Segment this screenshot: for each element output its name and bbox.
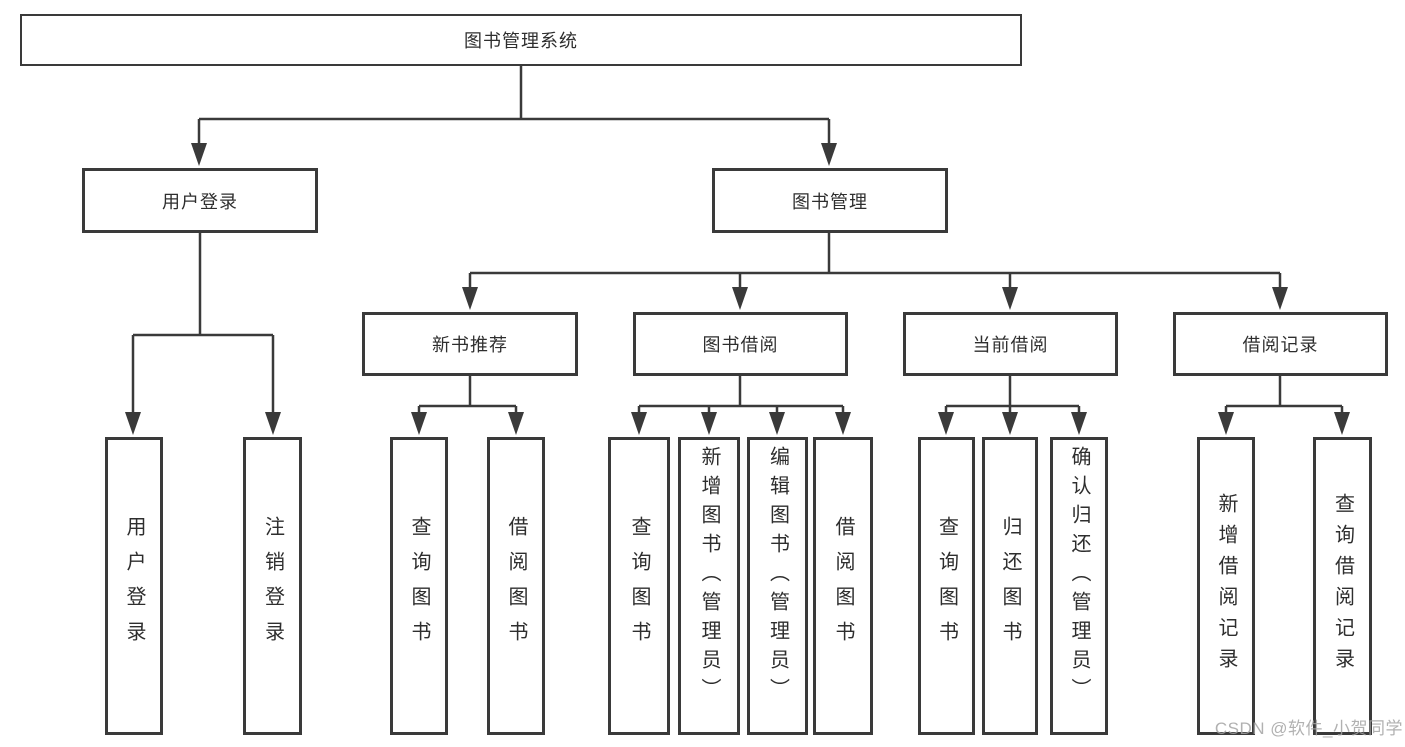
node-book-management: 图书管理 [712,168,948,233]
leaf-label: 编辑图书（管理员） [766,446,789,707]
leaf-label: 新增借阅记录 [1215,493,1237,679]
leaf-query-books-2: 查询图书 [608,437,670,735]
node-label: 借阅记录 [1242,335,1319,355]
leaf-label: 注销登录 [261,516,284,656]
connector-lines [131,66,1344,416]
node-label: 用户登录 [162,191,238,212]
node-label: 新书推荐 [432,335,508,355]
leaf-label: 查询图书 [408,516,430,656]
node-user-login: 用户登录 [82,168,318,233]
node-label: 当前借阅 [972,335,1049,355]
leaf-borrow-books-2: 借阅图书 [813,437,873,735]
leaf-label: 归还图书 [999,516,1021,656]
leaf-add-borrow-record: 新增借阅记录 [1197,437,1255,735]
leaf-return-books: 归还图书 [982,437,1038,735]
leaf-confirm-return-admin: 确认归还（管理员） [1050,437,1108,735]
leaf-user-login: 用户登录 [105,437,163,735]
leaf-label: 新增图书（管理员） [698,446,720,707]
leaf-label: 查询图书 [628,516,650,656]
leaf-query-books-3: 查询图书 [918,437,975,735]
leaf-query-borrow-record: 查询借阅记录 [1313,437,1372,735]
leaf-label: 用户登录 [123,516,145,656]
leaf-label: 借阅图书 [832,516,854,656]
leaf-label: 查询图书 [935,516,958,656]
csdn-watermark: CSDN @软件_小贺同学 [1214,719,1403,738]
node-label: 图书管理 [792,191,868,212]
node-book-borrowing: 图书借阅 [633,312,848,376]
leaf-borrow-books-1: 借阅图书 [487,437,545,735]
node-label: 图书管理系统 [464,31,578,51]
node-library-management-system: 图书管理系统 [20,14,1022,66]
leaf-add-books-admin: 新增图书（管理员） [678,437,740,735]
leaf-edit-books-admin: 编辑图书（管理员） [747,437,808,735]
node-current-borrowing: 当前借阅 [903,312,1118,376]
node-new-book-recommendation: 新书推荐 [362,312,578,376]
leaf-query-books-1: 查询图书 [390,437,448,735]
leaf-label: 借阅图书 [505,516,527,656]
leaf-label: 确认归还（管理员） [1068,446,1090,707]
leaf-logout: 注销登录 [243,437,302,735]
leaf-label: 查询借阅记录 [1331,493,1354,679]
connector-arrowheads [125,143,1350,435]
node-label: 图书借阅 [702,335,779,355]
node-borrow-records: 借阅记录 [1173,312,1388,376]
